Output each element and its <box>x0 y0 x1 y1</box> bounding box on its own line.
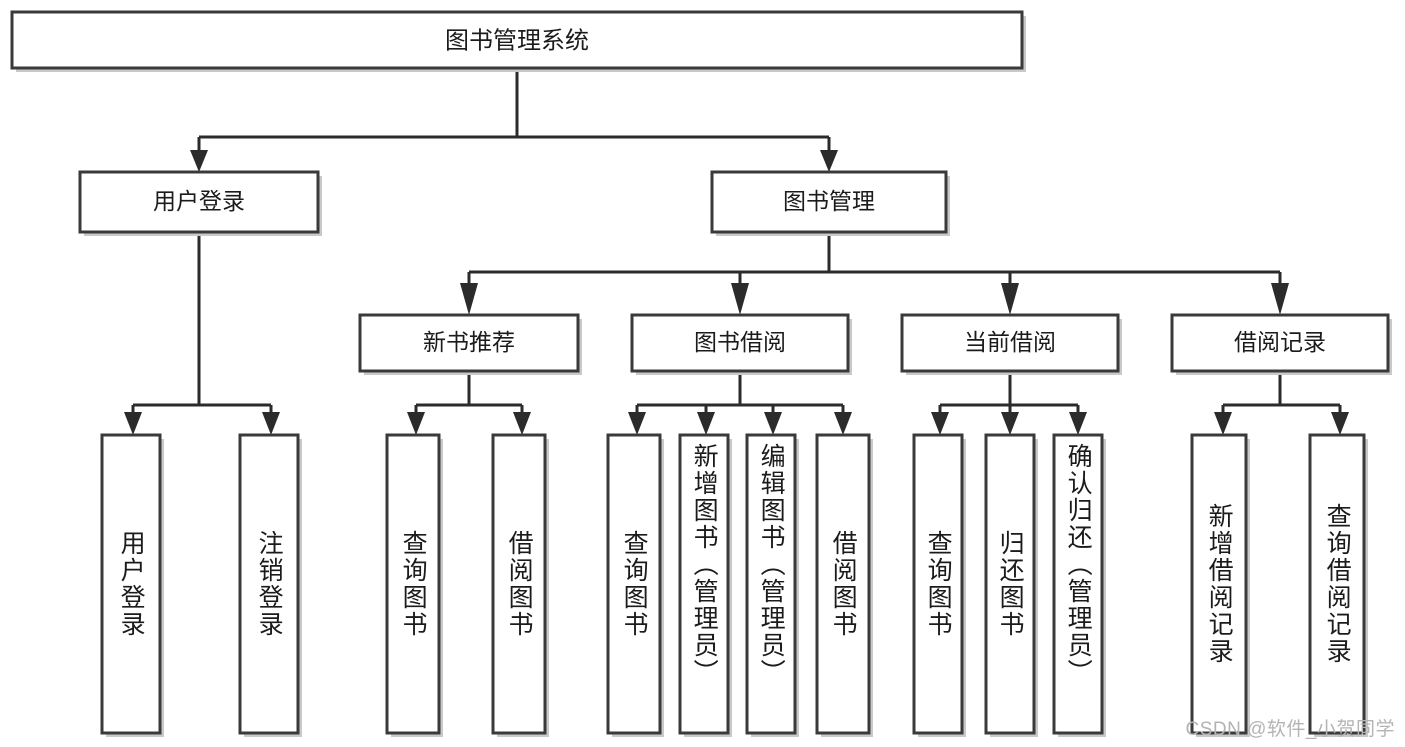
node-box <box>900 313 1120 373</box>
node-user-login-label: 用户登录 <box>153 188 245 214</box>
node-leaf-query-book-1[interactable] <box>385 433 443 737</box>
node-book-management-label: 图书管理 <box>783 188 875 214</box>
node-box <box>238 433 300 735</box>
node-root-title[interactable]: 图书管理系统 <box>10 10 1026 72</box>
node-box <box>984 433 1036 735</box>
arrow-head-leaf-user-login <box>124 412 142 435</box>
node-box <box>745 433 797 735</box>
node-leaf-add-book[interactable] <box>678 433 732 737</box>
node-box <box>815 433 871 735</box>
arrow-head-borrow-record <box>1271 283 1289 315</box>
node-book-borrow[interactable]: 图书借阅 <box>630 313 852 375</box>
node-box <box>1170 313 1390 373</box>
arrow-head-leaf-query-book-3 <box>931 412 949 435</box>
arrow-head-leaf-confirm-return <box>1069 412 1087 435</box>
node-root-title-label: 图书管理系统 <box>445 27 589 54</box>
arrow-head-current-borrow <box>1001 283 1019 315</box>
node-box <box>606 433 662 735</box>
node-box <box>1052 433 1104 735</box>
node-leaf-confirm-return[interactable] <box>1052 433 1106 737</box>
arrow-head-leaf-query-book-2 <box>628 412 646 435</box>
arrow-head-leaf-add-book <box>697 412 715 435</box>
node-box <box>912 433 964 735</box>
arrow-head-leaf-return-book <box>1001 412 1019 435</box>
node-new-book-recommend-label: 新书推荐 <box>423 329 515 355</box>
node-leaf-query-record[interactable] <box>1308 433 1368 737</box>
node-new-book-recommend[interactable]: 新书推荐 <box>358 313 582 375</box>
node-box <box>385 433 441 735</box>
node-book-borrow-label: 图书借阅 <box>694 329 786 355</box>
node-box <box>1308 433 1366 735</box>
node-leaf-add-record[interactable] <box>1190 433 1250 737</box>
arrow-head-new-book-recommend <box>460 283 478 315</box>
arrow-head-user-login <box>190 150 208 172</box>
node-box <box>710 170 948 234</box>
node-book-management[interactable]: 图书管理 <box>710 170 950 236</box>
node-borrow-record-label: 借阅记录 <box>1234 329 1326 355</box>
node-leaf-borrow-book-1[interactable] <box>491 433 549 737</box>
node-leaf-borrow-book-2[interactable] <box>815 433 873 737</box>
watermark-text: CSDN @软件_小贺同学 <box>1185 719 1395 740</box>
node-box <box>10 10 1024 70</box>
arrow-head-leaf-query-book-1 <box>407 412 425 435</box>
arrow-head-leaf-logout-login <box>262 412 280 435</box>
node-box <box>678 433 730 735</box>
node-box <box>1190 433 1248 735</box>
node-leaf-query-book-3[interactable] <box>912 433 966 737</box>
node-box <box>100 433 162 735</box>
node-box <box>358 313 580 373</box>
node-current-borrow[interactable]: 当前借阅 <box>900 313 1122 375</box>
node-box <box>78 170 320 234</box>
arrow-head-book-management <box>820 150 838 172</box>
arrow-head-leaf-edit-book <box>764 412 782 435</box>
node-box <box>630 313 850 373</box>
node-user-login[interactable]: 用户登录 <box>78 170 322 236</box>
node-leaf-user-login[interactable] <box>100 433 164 737</box>
node-leaf-return-book[interactable] <box>984 433 1038 737</box>
arrow-head-leaf-query-record <box>1331 412 1349 435</box>
node-leaf-query-book-2[interactable] <box>606 433 664 737</box>
arrow-head-book-borrow <box>731 283 749 315</box>
node-leaf-edit-book[interactable] <box>745 433 799 737</box>
arrow-head-leaf-borrow-book-2 <box>834 412 852 435</box>
node-current-borrow-label: 当前借阅 <box>964 329 1056 355</box>
connector-layer <box>124 68 1349 435</box>
arrow-head-leaf-borrow-book-1 <box>513 412 531 435</box>
node-box <box>491 433 547 735</box>
arrow-head-leaf-add-record <box>1214 412 1232 435</box>
node-borrow-record[interactable]: 借阅记录 <box>1170 313 1392 375</box>
node-leaf-logout-login[interactable] <box>238 433 302 737</box>
